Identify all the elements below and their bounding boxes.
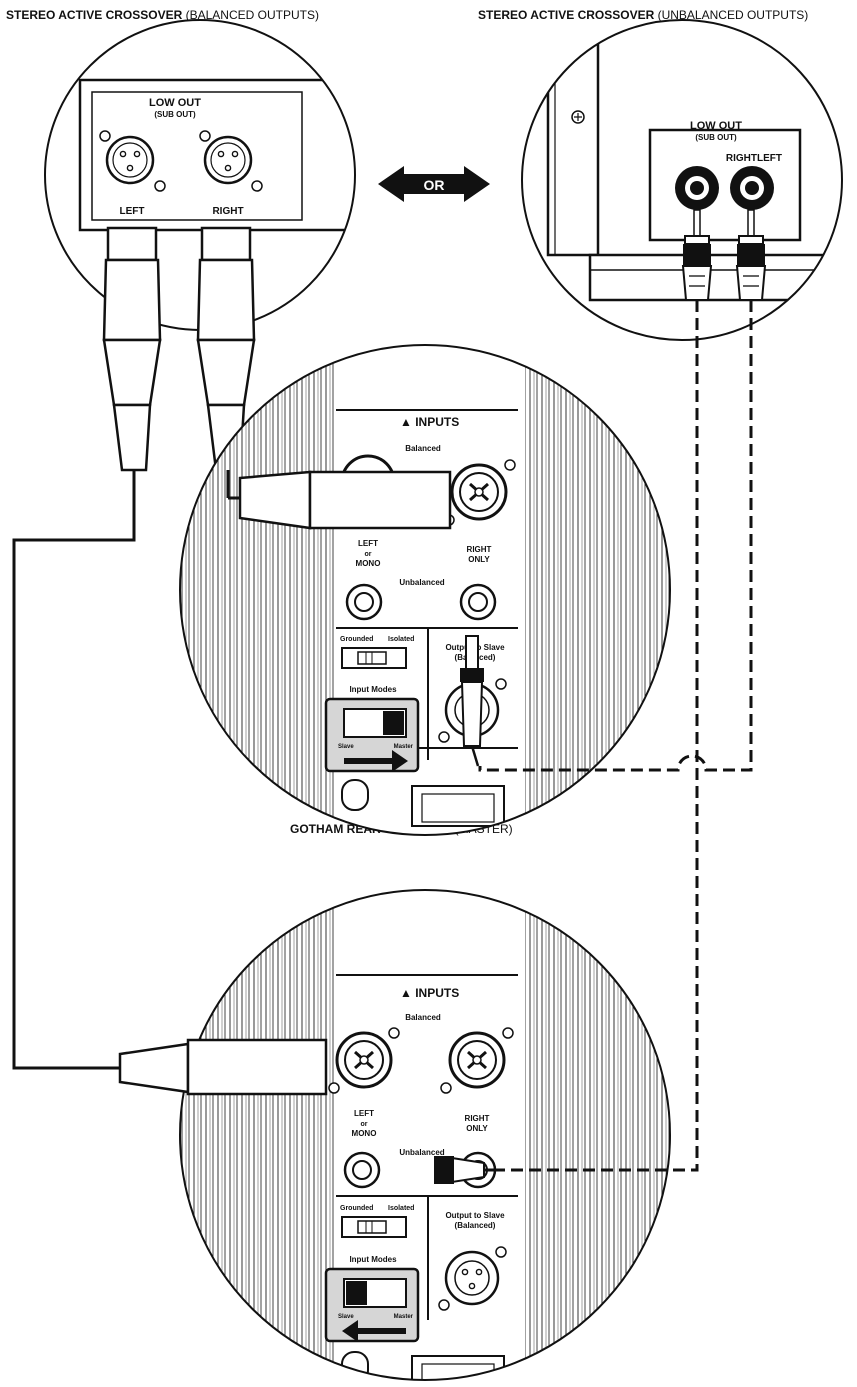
master-rear-panel-detail: ▲ INPUTS Balanced LEFT or MONO RIGHT ONL… bbox=[179, 344, 671, 836]
caption-balanced-light: (BALANCED OUTPUTS) bbox=[185, 8, 319, 22]
sub-out-label-unbalanced: (SUB OUT) bbox=[695, 133, 737, 142]
slave-slide-left-arrow-icon bbox=[342, 1320, 406, 1342]
unbalanced-crossover-detail: LOW OUT (SUB OUT) RIGHT LEFT bbox=[521, 19, 843, 341]
detail-circle-master bbox=[179, 344, 671, 836]
slave-input-modes-label: Input Modes bbox=[349, 1255, 397, 1264]
slave-xlr-plug bbox=[118, 1038, 328, 1096]
master-balanced-label: Balanced bbox=[405, 444, 441, 453]
master-unbalanced-label: Unbalanced bbox=[399, 578, 444, 587]
master-grounded-label: Grounded bbox=[340, 636, 373, 643]
crossover-panel-unbalanced bbox=[648, 128, 802, 242]
master-left-label: LEFT bbox=[358, 539, 378, 548]
xlr-output-left bbox=[99, 130, 166, 192]
slave-left-label: LEFT bbox=[354, 1109, 374, 1118]
slave-input-mode-switch[interactable] bbox=[324, 1267, 420, 1343]
right-label-unbalanced: RIGHT bbox=[726, 153, 757, 164]
caption-balanced: STEREO ACTIVE CROSSOVER (BALANCED OUTPUT… bbox=[6, 8, 319, 22]
slave-master-label: Master bbox=[394, 1314, 414, 1320]
slave-rear-panel-detail: ▲ INPUTS Balanced LEFT or MONO RIGHT ONL bbox=[118, 889, 671, 1381]
master-inputs-label: ▲ INPUTS bbox=[400, 415, 459, 429]
rca-output-1 bbox=[675, 166, 719, 210]
master-isolated-label: Isolated bbox=[388, 636, 414, 643]
caption-unbalanced: STEREO ACTIVE CROSSOVER (UNBALANCED OUTP… bbox=[478, 8, 808, 22]
detail-circle-top-right bbox=[521, 19, 843, 341]
cable-rca1-to-slave-input bbox=[500, 300, 699, 1172]
master-mono-label: MONO bbox=[356, 559, 381, 568]
or-label: OR bbox=[424, 177, 445, 193]
master-rca-input-left bbox=[345, 583, 383, 621]
rca-plug-2 bbox=[735, 209, 767, 301]
left-label-balanced: LEFT bbox=[120, 206, 145, 217]
master-xlr-plug-inserted bbox=[228, 470, 452, 530]
caption-unbalanced-light: (UNBALANCED OUTPUTS) bbox=[657, 8, 809, 22]
slave-isolated-label: Isolated bbox=[388, 1205, 414, 1212]
slave-rca-input-left bbox=[343, 1151, 381, 1189]
detail-circle-slave bbox=[179, 889, 671, 1381]
slave-right-label: RIGHT bbox=[465, 1114, 490, 1123]
master-master-label: Master bbox=[394, 744, 414, 750]
master-right-label: RIGHT bbox=[467, 545, 492, 554]
slave-output-xlr bbox=[438, 1246, 507, 1311]
slave-unbalanced-label: Unbalanced bbox=[399, 1148, 444, 1157]
master-rca-plug-inserted bbox=[460, 635, 484, 767]
low-out-label-unbalanced: LOW OUT bbox=[690, 120, 742, 132]
master-slave-label: Slave bbox=[338, 744, 354, 750]
xlr-cable-left bbox=[102, 226, 162, 472]
slave-mono-label: MONO bbox=[352, 1129, 377, 1138]
master-slide-right-arrow-icon bbox=[344, 750, 408, 772]
cable-left-to-slave bbox=[12, 470, 136, 1070]
slave-rca-plug-inserted bbox=[434, 1156, 500, 1184]
master-or-label: or bbox=[365, 551, 372, 558]
slave-combo-input-left bbox=[328, 1027, 400, 1094]
slave-grounded-label: Grounded bbox=[340, 1205, 373, 1212]
slave-combo-input-right bbox=[440, 1027, 514, 1094]
master-rca-input-right bbox=[459, 583, 497, 621]
master-ground-switch[interactable] bbox=[341, 647, 407, 669]
right-label-balanced: RIGHT bbox=[212, 206, 243, 217]
slave-slave-label: Slave bbox=[338, 1314, 354, 1320]
slave-ground-switch[interactable] bbox=[341, 1216, 407, 1238]
xlr-output-right bbox=[199, 130, 263, 192]
low-out-label-balanced: LOW OUT bbox=[149, 97, 201, 109]
master-input-mode-switch[interactable] bbox=[324, 697, 420, 773]
master-only-label: ONLY bbox=[468, 555, 490, 564]
slave-or-label: or bbox=[361, 1121, 368, 1128]
slave-output-to-slave-sub-label: (Balanced) bbox=[455, 1221, 496, 1230]
caption-unbalanced-bold: STEREO ACTIVE CROSSOVER bbox=[478, 8, 655, 22]
rca-output-2 bbox=[730, 166, 774, 210]
slave-output-to-slave-label: Output to Slave bbox=[445, 1211, 505, 1220]
rca-plug-1 bbox=[681, 209, 713, 301]
slave-balanced-label: Balanced bbox=[405, 1013, 441, 1022]
or-double-arrow: OR bbox=[378, 166, 490, 202]
slave-only-label: ONLY bbox=[466, 1124, 488, 1133]
sub-out-label-balanced: (SUB OUT) bbox=[154, 110, 196, 119]
master-input-modes-label: Input Modes bbox=[349, 685, 397, 694]
caption-balanced-bold: STEREO ACTIVE CROSSOVER bbox=[6, 8, 183, 22]
slave-inputs-label: ▲ INPUTS bbox=[400, 986, 459, 1000]
left-label-unbalanced: LEFT bbox=[757, 153, 782, 164]
